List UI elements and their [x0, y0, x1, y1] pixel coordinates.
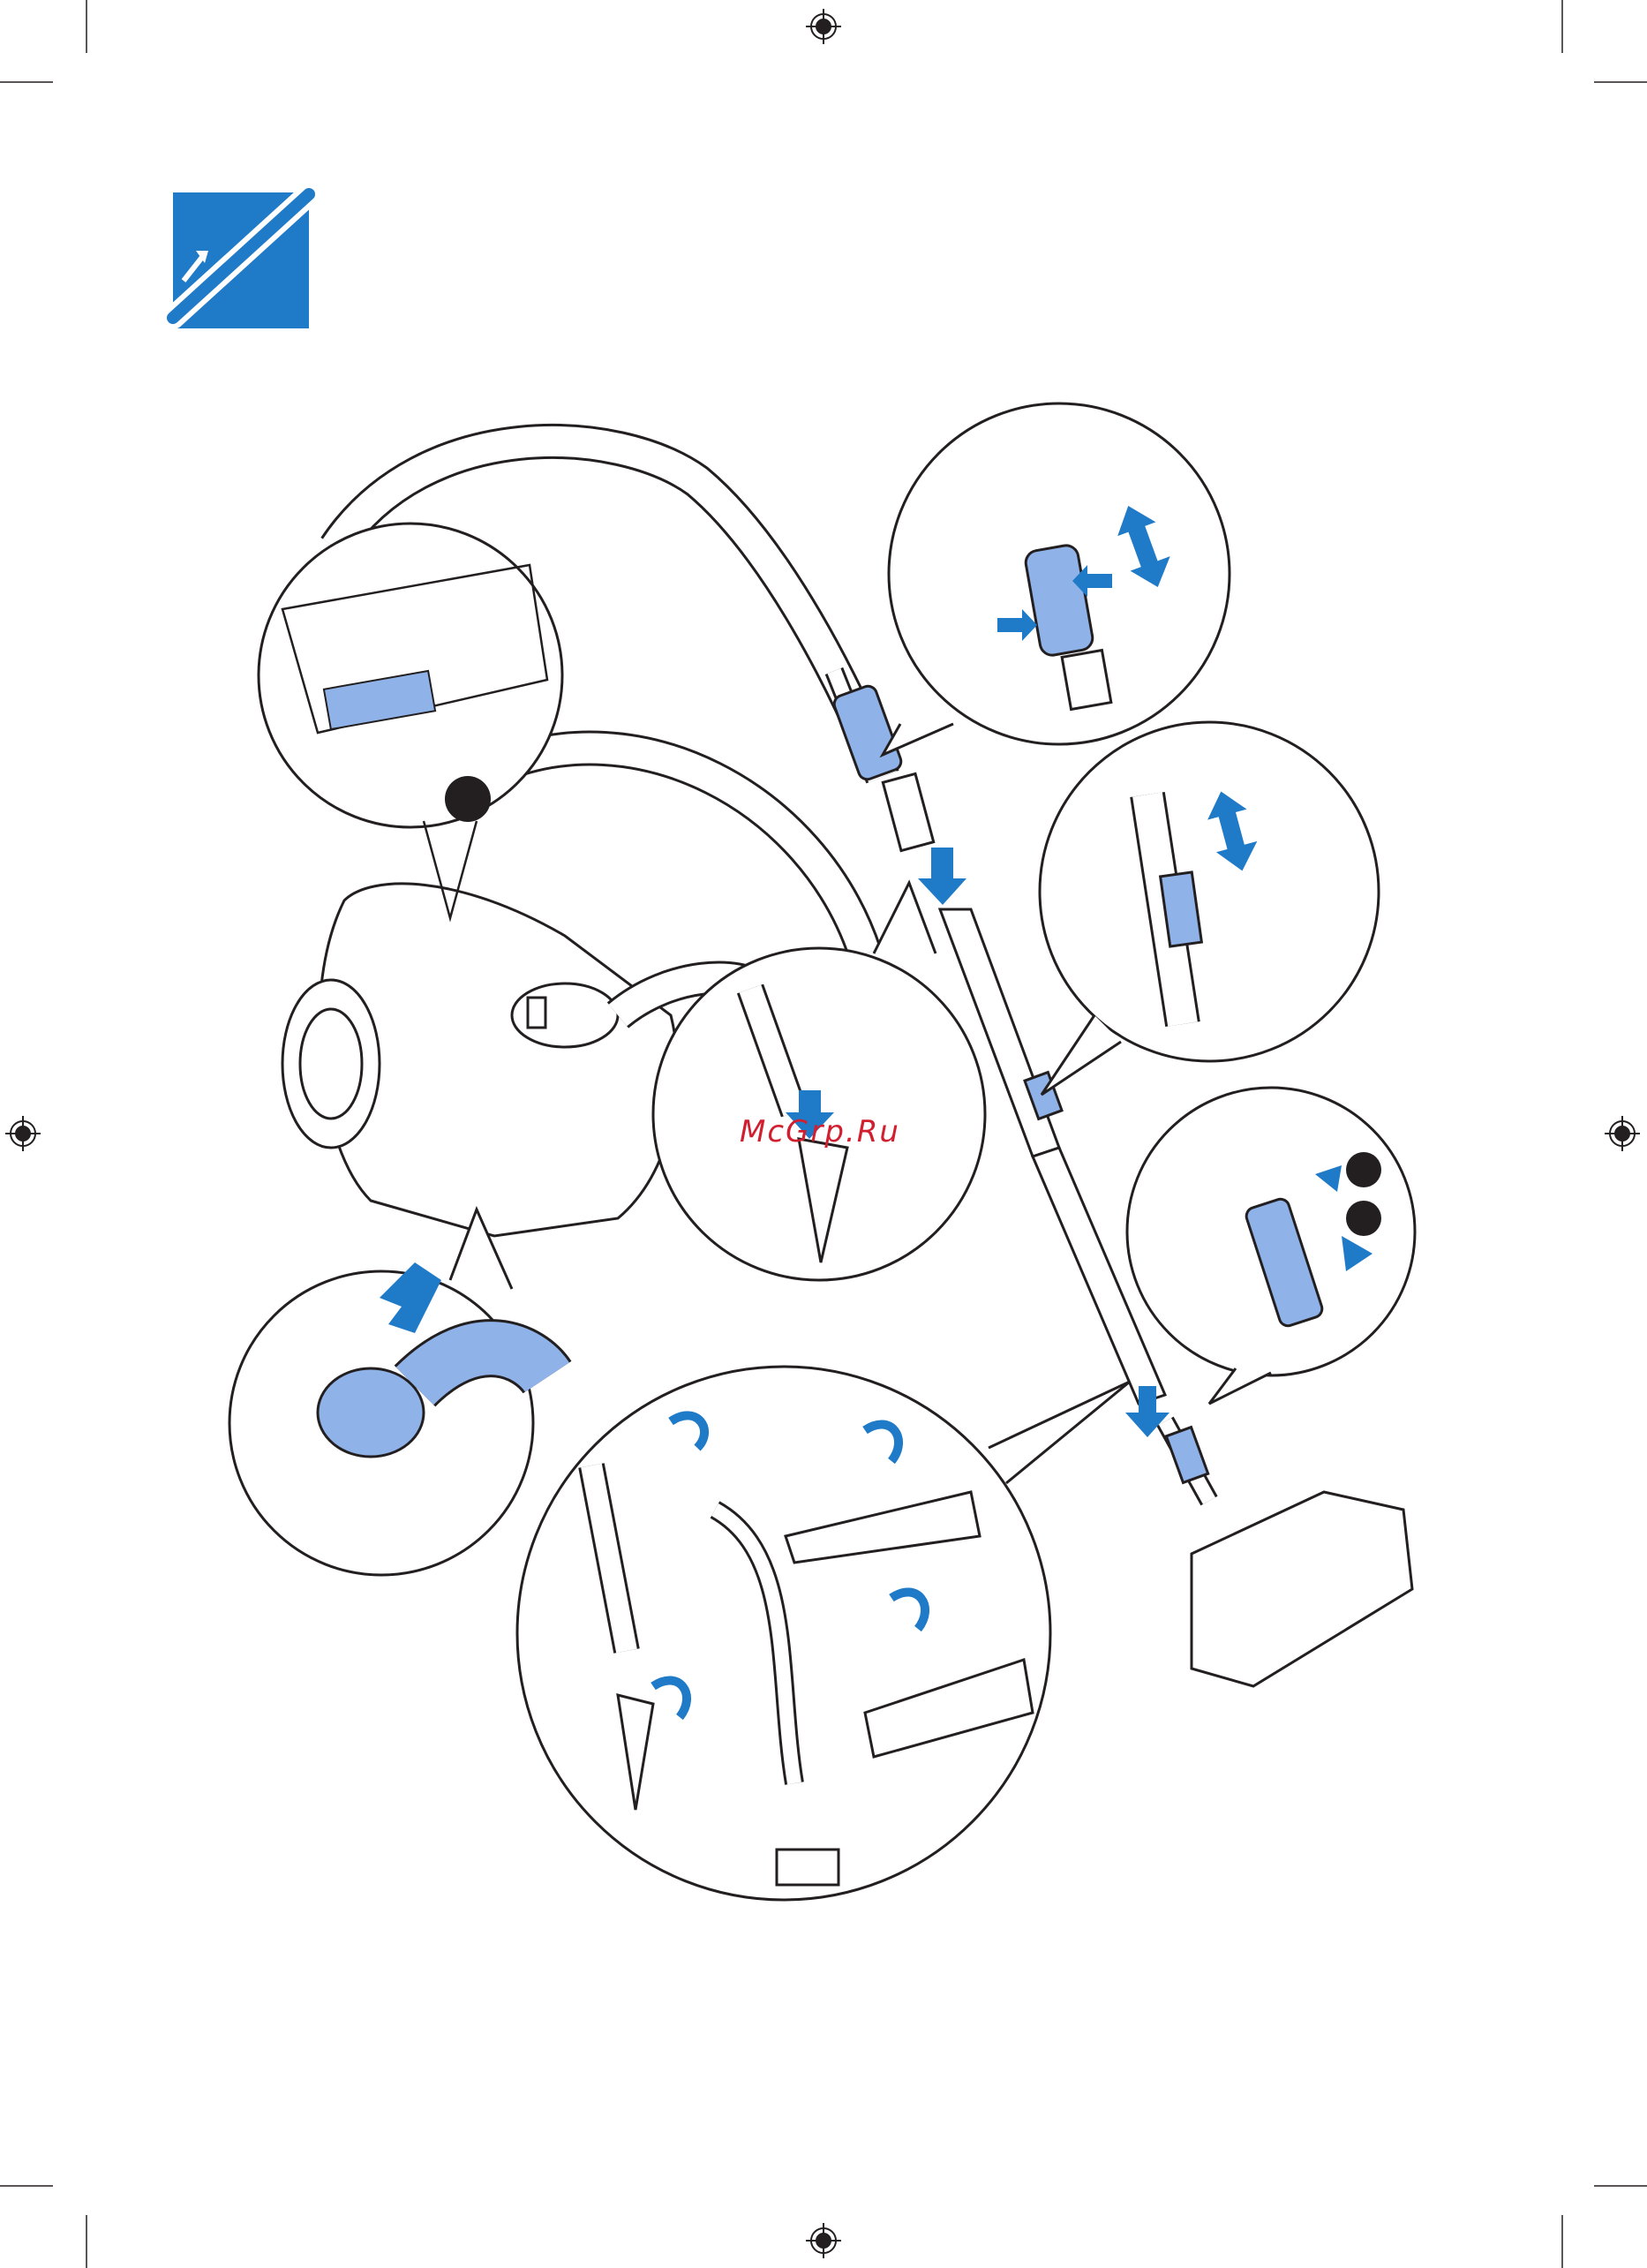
watermark-text: McGrp.Ru — [740, 1114, 900, 1149]
floor-nozzle — [1165, 1421, 1412, 1686]
hose-connect-icon — [173, 192, 309, 328]
registration-mark-bottom — [806, 2223, 841, 2258]
registration-mark-left — [5, 1116, 41, 1151]
detail-tube-release — [1040, 722, 1379, 1095]
hose-handle — [831, 671, 933, 851]
step-2-dot — [1346, 1201, 1381, 1236]
registration-mark-right — [1605, 1116, 1640, 1151]
detail-crevice-tool — [653, 883, 985, 1280]
detail-nozzle-release — [1127, 1088, 1415, 1404]
detail-hose-connect — [229, 1209, 547, 1575]
registration-mark-top — [806, 9, 841, 44]
detail-accessory-tools — [517, 1367, 1130, 1900]
detail-handle-adjust — [883, 403, 1230, 755]
vacuum-body — [282, 884, 678, 1236]
detail-bag-compartment — [259, 524, 562, 918]
step-1-dot — [1346, 1152, 1381, 1187]
